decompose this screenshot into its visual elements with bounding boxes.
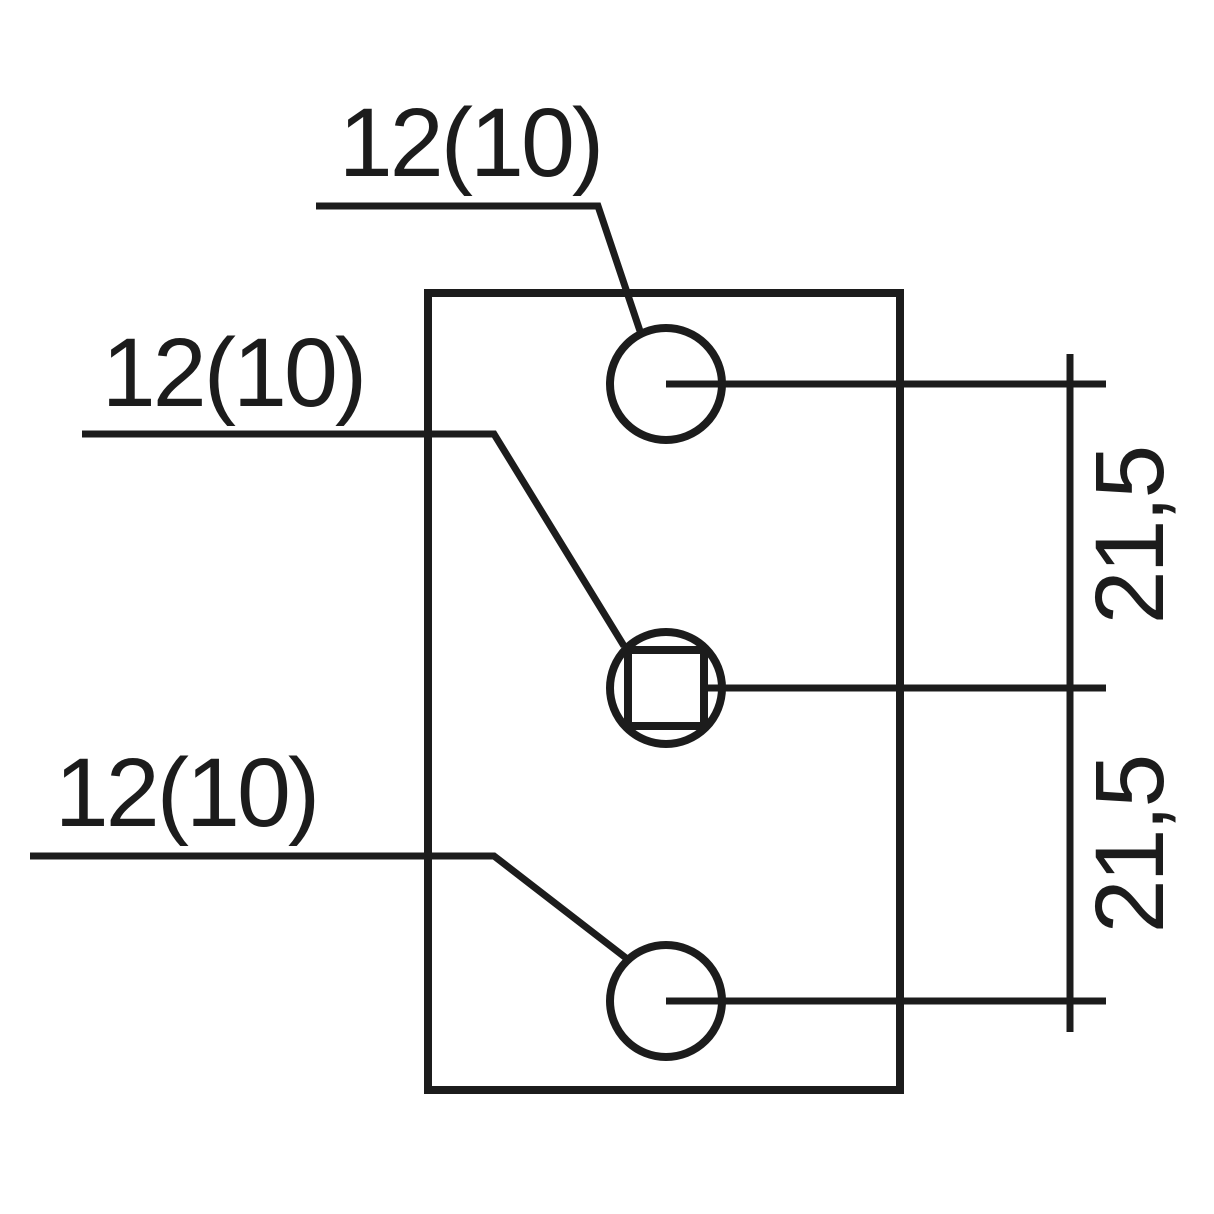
label-hole-middle: 12(10) (102, 318, 364, 427)
label-hole-bottom: 12(10) (55, 738, 317, 847)
label-hole-top: 12(10) (339, 88, 601, 197)
label-dimension-upper: 21,5 (1075, 448, 1184, 625)
leader-line-middle (82, 430, 627, 648)
label-dimension-lower: 21,5 (1075, 757, 1184, 934)
square-recess (624, 646, 708, 730)
leader-line-top (316, 202, 644, 333)
leader-line-bottom (30, 852, 629, 961)
